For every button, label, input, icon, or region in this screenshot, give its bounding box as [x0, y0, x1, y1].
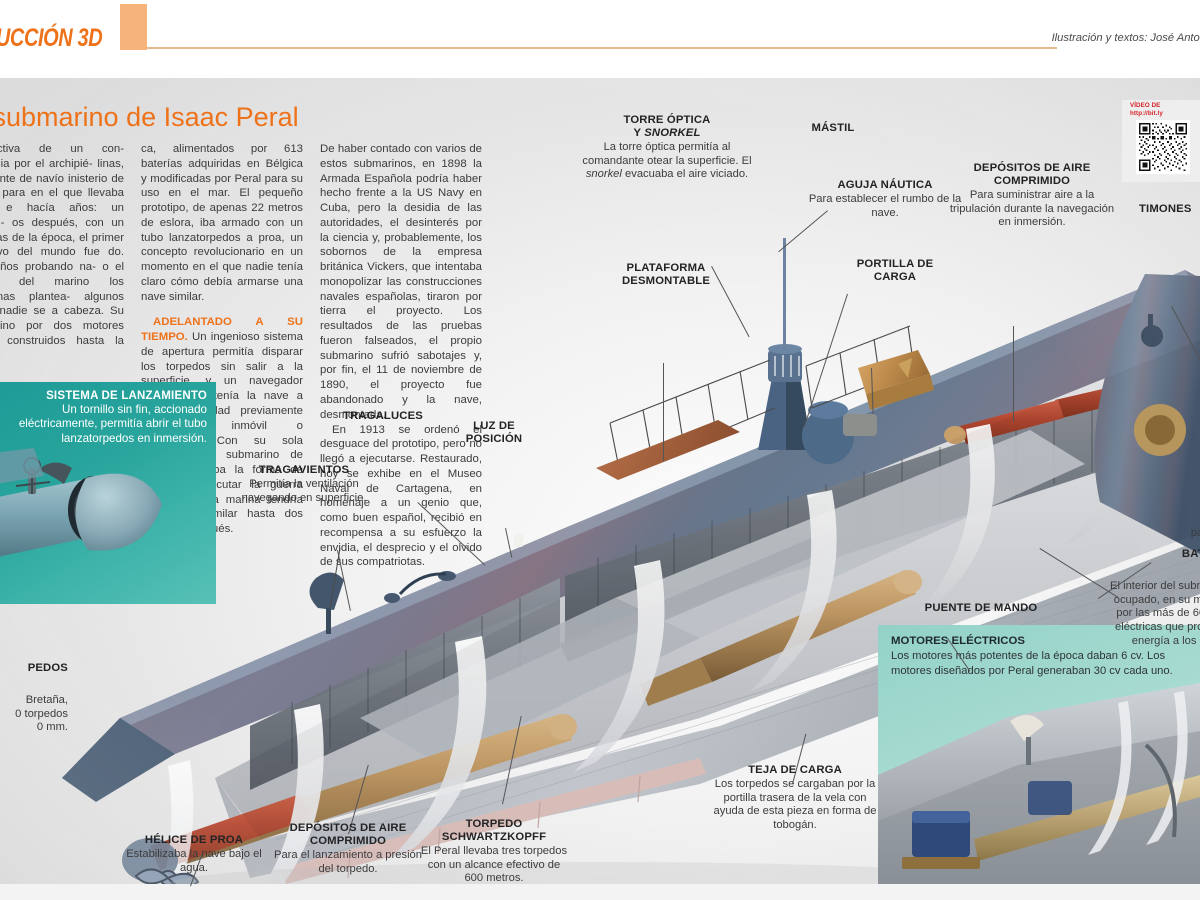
callout-luz-posicion: LUZ DE POSICIÓN — [452, 420, 536, 446]
page-header: TRUCCIÓN 3D Ilustración y textos: José A… — [0, 0, 1200, 78]
callout-aguja-nautica: AGUJA NÁUTICA Para establecer el rumbo d… — [805, 179, 965, 220]
electric-motors-title: MOTORES ELÉCTRICOS — [891, 635, 1025, 647]
callout-mastil: MÁSTIL — [778, 122, 888, 135]
callout-tragavientos: TRAGAVIENTOS Permitía la ventilación nav… — [222, 464, 386, 505]
callout-torre-optica-body: La torre óptica permitía al comandante o… — [582, 141, 752, 181]
callout-torpedos-body: Bretaña, 0 torpedos 0 mm. — [15, 694, 68, 734]
launch-system-body: Un tornillo sin fin, accionado eléctrica… — [18, 403, 207, 445]
callout-timones-title: TIMONES — [1139, 203, 1192, 215]
inset-launch-system: SISTEMA DE LANZAMIENTO Un tornillo sin f… — [0, 382, 216, 604]
callout-helice-popa-title: HÉLI — [1090, 468, 1200, 481]
callout-portilla-carga: PORTILLA DE CARGA — [846, 258, 944, 284]
column-3-paragraph-2: En 1913 se ordenó el desguace del protot… — [320, 423, 482, 569]
launch-system-art — [0, 448, 162, 557]
callout-depositos-aire-inferior-body: Para el lanzamiento a presión del torped… — [273, 849, 422, 875]
qr-code[interactable] — [1136, 120, 1190, 174]
header-rule — [147, 47, 1057, 49]
leader-depositos-sup — [1013, 326, 1014, 422]
launch-system-caption: SISTEMA DE LANZAMIENTO Un tornillo sin f… — [11, 390, 207, 446]
callout-tragavientos-title: TRAGAVIENTOS — [258, 464, 350, 476]
callout-helice-proa-body: Estabilizaba la nave bajo el agua. — [126, 848, 262, 874]
callout-depositos-aire-superior: DEPÓSITOS DE AIRE COMPRIMIDO Para sumini… — [944, 162, 1120, 230]
callout-torre-optica-title: TORRE ÓPTICA Y SNORKEL — [623, 114, 711, 140]
callout-aguja-nautica-title: AGUJA NÁUTICA — [837, 179, 933, 191]
callout-torpedo-schwartzkopff-title: TORPEDO SCHWARTZKOPFF — [441, 818, 547, 844]
callout-teja-carga: TEJA DE CARGA Los torpedos se cargaban p… — [710, 764, 880, 833]
callout-baterias-body: El interior del submarino e ocupado, en … — [1110, 580, 1200, 647]
callout-timones: TIMONES — [1139, 203, 1200, 216]
column-2-paragraph-1: ca, alimentados por 613 baterías adquiri… — [141, 143, 303, 303]
video-qr-box[interactable]: VÍDEO DE http://bit.ly — [1122, 100, 1200, 182]
callout-helice-popa-body: Dise específi para el su constru Gran B — [1190, 527, 1200, 540]
article-canvas: el submarino de Isaac Peral perspectiva … — [0, 78, 1200, 900]
callout-depositos-aire-inferior-title: DEPÓSITOS DE AIRE COMPRIMIDO — [289, 822, 407, 848]
callout-helice-popa: HÉLI Dise específi para el su constru Gr… — [1090, 450, 1200, 586]
callout-baterias-title: BATERÍAS — [1181, 548, 1200, 560]
callout-torpedo-schwartzkopff-body: El Peral llevaba tres torpedos con un al… — [420, 845, 568, 885]
callout-puente-mando-title: PUENTE DE MANDO — [924, 602, 1038, 614]
lamp-fixture — [1010, 714, 1044, 765]
callout-luz-posicion-title: LUZ DE POSICIÓN — [465, 420, 523, 446]
callout-puente-mando: PUENTE DE MANDO — [896, 602, 1066, 615]
header-kicker: TRUCCIÓN 3D — [0, 24, 103, 52]
callout-torpedos-title: PEDOS — [27, 662, 68, 674]
callout-aguja-nautica-body: Para establecer el rumbo de la nave. — [808, 193, 962, 219]
video-label-line1: VÍDEO DE — [1130, 102, 1161, 109]
column-3: De haber contado con varios de estos sub… — [320, 142, 482, 570]
callout-depositos-aire-inferior: DEPÓSITOS DE AIRE COMPRIMIDO Para el lan… — [272, 822, 424, 876]
qr-code-glyph — [1139, 123, 1187, 171]
leader-plataforma — [663, 363, 664, 461]
page-title: el submarino de Isaac Peral — [0, 102, 299, 132]
column-3-paragraph-1: De haber contado con varios de estos sub… — [320, 143, 482, 421]
callout-mastil-title: MÁSTIL — [811, 122, 855, 134]
video-url: http://bit.ly — [1130, 110, 1163, 117]
callout-portilla-carga-title: PORTILLA DE CARGA — [856, 258, 934, 284]
callout-tragaluces-title: TRAGALUCES — [343, 410, 423, 422]
footer-strip — [0, 884, 1200, 900]
callout-helice-proa-title: HÉLICE DE PROA — [144, 834, 244, 846]
callout-teja-carga-title: TEJA DE CARGA — [748, 764, 842, 776]
callout-depositos-aire-superior-body: Para suministrar aire a la tripulación d… — [949, 189, 1115, 229]
column-2-lead-in: ADELANTADO A SU TIEMPO. — [141, 316, 303, 344]
header-orange-block — [120, 4, 147, 50]
callout-teja-carga-body: Los torpedos se cargaban por la portilla… — [713, 778, 877, 831]
electric-motors-caption: MOTORES ELÉCTRICOS Los motores más poten… — [891, 635, 1187, 678]
callout-plataforma: PLATAFORMA DESMONTABLE — [604, 262, 728, 288]
column-1: perspectiva de un con- Alemania por el a… — [0, 142, 124, 363]
inset-electric-motors: MOTORES ELÉCTRICOS Los motores más poten… — [878, 625, 1200, 900]
callout-plataforma-title: PLATAFORMA DESMONTABLE — [621, 262, 711, 288]
callout-tragaluces: TRAGALUCES — [330, 410, 436, 423]
column-1-text: perspectiva de un con- Alemania por el a… — [0, 143, 125, 347]
header-credit: Ilustración y textos: José Anton — [1051, 32, 1200, 44]
callout-torre-optica: TORRE ÓPTICA Y SNORKEL La torre óptica p… — [572, 114, 762, 182]
callout-helice-proa: HÉLICE DE PROA Estabilizaba la nave bajo… — [124, 834, 264, 875]
callout-torpedos: PEDOS Bretaña, 0 torpedos 0 mm. — [0, 644, 68, 753]
callout-torpedo-schwartzkopff: TORPEDO SCHWARTZKOPFF El Peral llevaba t… — [420, 818, 568, 886]
launch-system-title: SISTEMA DE LANZAMIENTO — [46, 390, 207, 402]
electric-motors-body: Los motores más potentes de la época dab… — [891, 650, 1173, 677]
callout-baterias: BATERÍAS El interior del submarino e ocu… — [1026, 530, 1200, 666]
electric-motors-art — [878, 683, 1200, 900]
callout-tragavientos-body: Permitía la ventilación navegando en sup… — [241, 478, 367, 504]
callout-depositos-aire-superior-title: DEPÓSITOS DE AIRE COMPRIMIDO — [973, 162, 1091, 188]
